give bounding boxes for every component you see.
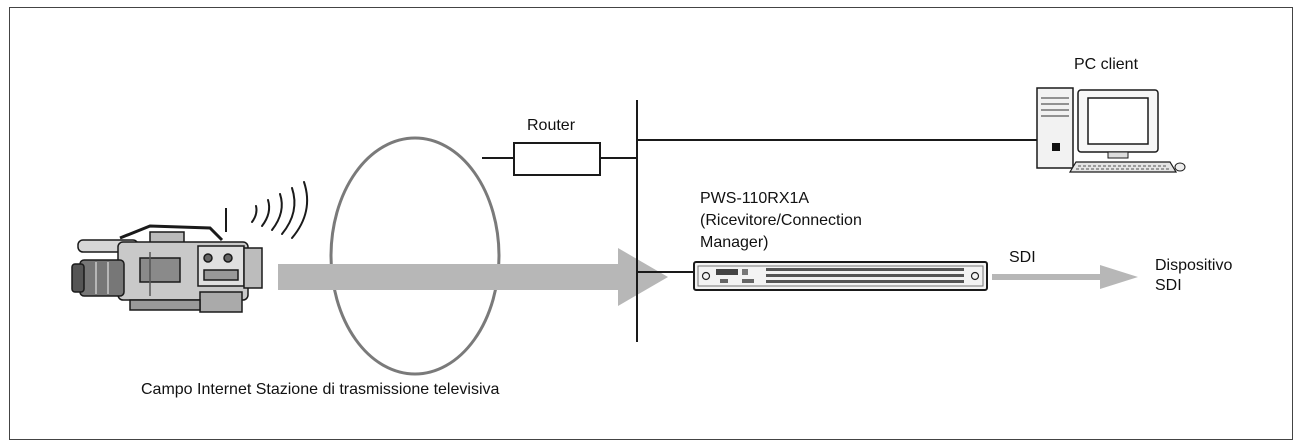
camcorder-icon [71,208,263,313]
device-label-2: SDI [1155,277,1182,294]
caption-label: Campo Internet Stazione di trasmissione … [141,381,500,398]
device-label-1: Dispositivo [1155,257,1233,274]
receiver-model-label: PWS-110RX1A [700,190,810,207]
receiver-role-label-2: Manager) [700,234,769,251]
router-box [513,142,601,176]
pc-client-label: PC client [1074,56,1139,73]
desktop-pc-icon [1036,87,1186,173]
wireless-signal-icon [251,181,308,239]
sdi-label: SDI [1009,249,1036,266]
diagram-frame [9,7,1293,440]
sdi-arrow [992,265,1138,289]
internet-ellipse [329,136,501,376]
stream-arrow [278,248,668,306]
receiver-role-label-1: (Ricevitore/Connection [700,212,862,229]
router-label: Router [527,117,576,134]
router-link [482,142,637,176]
rack-receiver-icon [693,261,988,291]
